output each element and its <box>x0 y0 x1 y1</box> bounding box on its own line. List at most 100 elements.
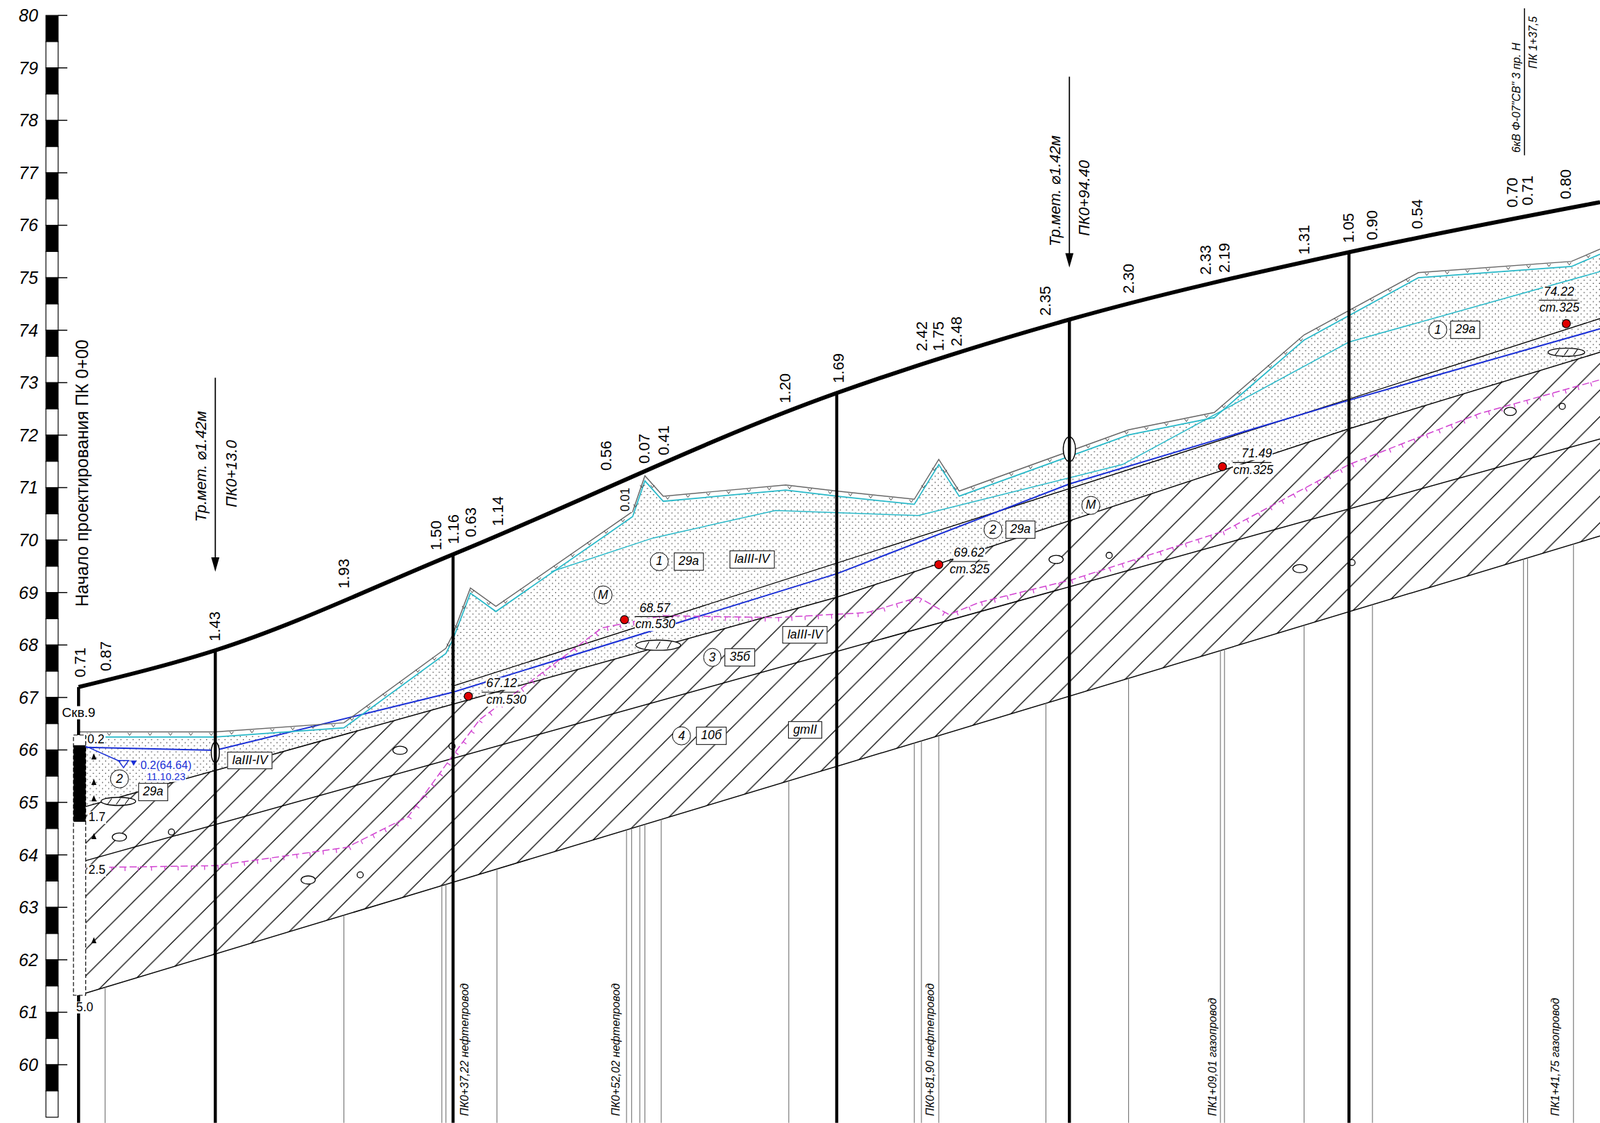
section-line <box>496 868 498 1123</box>
scale-segment <box>45 985 59 1013</box>
frost-tick <box>478 720 483 723</box>
scale-segment <box>45 356 59 384</box>
scale-tick <box>58 172 68 173</box>
frost-tick <box>309 852 311 857</box>
point-elevation: 71.49 <box>1240 448 1273 461</box>
frost-tick <box>1172 547 1174 552</box>
vegetation-mark <box>1105 438 1109 442</box>
section-line <box>1223 649 1225 1123</box>
vegetation-mark <box>1268 364 1272 368</box>
water-symbol <box>130 760 137 766</box>
point-station: ст.325 <box>949 563 991 576</box>
frost-tick <box>489 711 493 716</box>
frost-tick <box>423 795 428 798</box>
vegetation-mark <box>553 565 558 569</box>
vegetation-mark <box>1009 473 1014 476</box>
frost-tick <box>349 845 352 850</box>
layer-code: 29а <box>1454 323 1476 336</box>
pebble <box>1105 552 1113 559</box>
vegetation-mark <box>148 732 152 736</box>
frost-tick <box>1223 530 1225 535</box>
station-line <box>1347 251 1351 1122</box>
frost-tick <box>1033 589 1034 594</box>
scale-segment <box>45 749 59 776</box>
frost-tick <box>981 601 982 606</box>
section-line <box>631 827 633 1122</box>
elevation-scale: 66 <box>18 741 39 759</box>
vegetation-mark <box>290 727 295 730</box>
scale-tick <box>58 958 68 960</box>
profile-curve <box>78 201 1600 687</box>
depth-mark: 2.5 <box>87 864 107 878</box>
frost-tick <box>764 617 766 622</box>
frost-tick <box>1007 595 1009 600</box>
crossing-label: ПК0+52,02 нефтепровод <box>609 982 621 1117</box>
frost-tick <box>230 863 232 868</box>
vegetation-mark <box>828 491 832 495</box>
crossing-label: ПК0+37,22 нефтепровод <box>458 982 470 1117</box>
vegetation-mark <box>270 728 275 732</box>
frost-tick <box>372 833 375 838</box>
elevation-scale: 75 <box>18 269 39 287</box>
layer-index-box: 29а <box>673 552 704 571</box>
frost-tick <box>1552 392 1554 397</box>
scale-segment <box>45 277 59 304</box>
elevation-scale: 68 <box>18 636 39 654</box>
vegetation-mark <box>537 577 541 581</box>
vegetation-mark <box>1506 266 1510 270</box>
frost-tick <box>751 616 753 621</box>
vegetation-mark <box>633 504 637 508</box>
vegetation-mark <box>209 732 214 736</box>
vegetation-mark <box>1047 459 1052 463</box>
layers <box>78 249 1600 995</box>
lens-hatch <box>1573 349 1578 355</box>
frost-tick <box>870 611 873 616</box>
scale-segment <box>45 487 59 515</box>
elevation-scale: 67 <box>18 688 39 706</box>
vegetation-mark <box>310 725 315 729</box>
frost-tick <box>521 688 524 692</box>
layer-code: laIII-IV <box>232 754 268 767</box>
scale-segment <box>45 67 59 95</box>
layer-index-box: 29а <box>138 782 168 801</box>
layer-index-box: 35б <box>724 648 755 667</box>
scale-tick <box>58 14 68 16</box>
top-value: 0.54 <box>1409 198 1426 230</box>
cable-station: ПК 1+37,5 <box>1527 15 1539 70</box>
loam-layer <box>78 352 1600 996</box>
layer-code: 2 <box>989 523 997 536</box>
frost-tick <box>1045 585 1047 590</box>
top-value: 1.93 <box>336 557 352 590</box>
frost-tick <box>463 741 467 745</box>
elevation-scale: 74 <box>18 321 39 339</box>
vegetation-mark <box>415 669 420 673</box>
top-value: 1.31 <box>1296 224 1312 256</box>
fraction-line <box>481 691 521 693</box>
frost-tick <box>1539 396 1542 402</box>
top-value: 2.35 <box>1037 285 1054 317</box>
frost-tick <box>431 784 436 787</box>
frost-tick <box>564 656 567 660</box>
section-line <box>1303 625 1305 1123</box>
vegetation-mark <box>570 553 574 557</box>
vegetation-mark <box>954 487 958 490</box>
lens-hatch <box>667 641 672 649</box>
frost-tick <box>177 865 179 871</box>
frost-tick <box>1235 525 1238 529</box>
vegetation-mark <box>1445 271 1449 275</box>
layer-index-box: laIII-IV <box>729 550 775 569</box>
vegetation-mark <box>1124 431 1129 435</box>
frost-tick <box>1377 453 1379 458</box>
layer-number-circle: 3 <box>702 648 722 667</box>
cable-label: 6кВ Ф-07"СВ" 3 пр. Н <box>1510 41 1522 153</box>
layer-number-circle: 2 <box>983 520 1003 540</box>
station-line <box>213 650 217 1123</box>
vegetation-mark <box>921 484 925 488</box>
pebble <box>112 832 127 841</box>
layer-code: М <box>1085 498 1097 512</box>
frost-tick <box>190 865 192 871</box>
section-line <box>660 819 662 1123</box>
scale-tick <box>58 120 68 121</box>
top-value: 0.07 <box>636 432 653 465</box>
vegetation-mark <box>455 625 459 628</box>
